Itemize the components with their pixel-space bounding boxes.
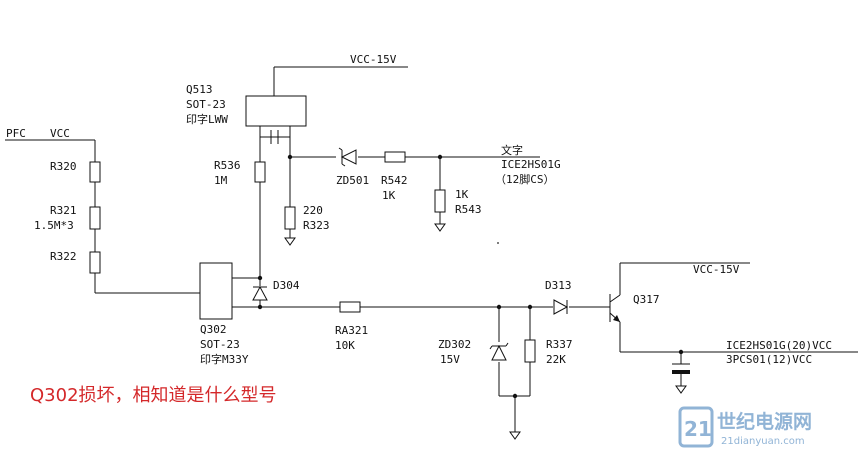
label-ra321-val: 10K xyxy=(335,339,355,352)
label-r320: R320 xyxy=(50,160,77,173)
label-d304: D304 xyxy=(273,279,300,292)
label-vcc-left: VCC xyxy=(50,127,70,140)
junction-dot xyxy=(287,154,293,160)
label-r536-val: 1M xyxy=(214,174,228,187)
resistor-r337 xyxy=(524,339,536,363)
label-r543: R543 xyxy=(455,203,482,216)
label-r323-val: 220 xyxy=(303,204,323,217)
label-q317: Q317 xyxy=(633,293,660,306)
label-q513-mark: 印字LWW xyxy=(186,112,228,126)
label-q302-mark: 印字M33Y xyxy=(200,352,249,366)
label-q513-name: Q513 xyxy=(186,83,213,96)
q302-body xyxy=(199,262,233,320)
output-capacitor xyxy=(672,363,690,374)
label-ice-cs: ICE2HS01G xyxy=(501,158,561,171)
label-vcc15-right: VCC-15V xyxy=(693,263,740,276)
resistor-r323 xyxy=(284,206,296,230)
label-r337-val: 22K xyxy=(546,353,566,366)
resistor-r536 xyxy=(254,161,266,183)
q513-body xyxy=(245,95,307,127)
site-watermark: 21 世纪电源网 21dianyuan.com xyxy=(678,406,812,448)
junction-dot xyxy=(437,154,443,160)
ground-icon xyxy=(434,223,446,232)
label-r536: R536 xyxy=(214,159,241,172)
watermark-logo-icon xyxy=(678,406,714,448)
junction-dot xyxy=(678,349,684,355)
label-vcc15-top: VCC-15V xyxy=(350,53,397,66)
label-q513-pkg: SOT-23 xyxy=(186,98,226,111)
label-wenzi: 文字 xyxy=(501,143,523,157)
label-zd302-val: 15V xyxy=(440,353,460,366)
label-r542-val: 1K xyxy=(382,189,396,202)
junction-dot xyxy=(257,275,263,281)
resistor-r320 xyxy=(89,161,101,183)
label-r337: R337 xyxy=(546,338,573,351)
label-pfc: PFC xyxy=(6,127,26,140)
stray-dot xyxy=(497,242,499,244)
label-q302-name: Q302 xyxy=(200,323,227,336)
watermark-en: 21dianyuan.com xyxy=(721,436,805,447)
resistor-r543 xyxy=(434,189,446,213)
diode-d304 xyxy=(252,285,268,301)
label-zd302: ZD302 xyxy=(438,338,471,351)
resistor-r321 xyxy=(89,206,101,230)
label-r543-val: 1K xyxy=(455,188,469,201)
resistor-r322 xyxy=(89,251,101,274)
label-r542: R542 xyxy=(381,174,408,187)
transistor-q317 xyxy=(609,294,621,323)
ground-icon xyxy=(284,237,296,246)
junction-dot xyxy=(512,393,518,399)
label-r321-val: 1.5M*3 xyxy=(34,219,74,232)
resistor-ra321 xyxy=(339,301,361,313)
ground-icon xyxy=(509,431,521,440)
label-q302-pkg: SOT-23 xyxy=(200,338,240,351)
junction-dot xyxy=(257,304,263,310)
diode-d313 xyxy=(553,299,569,315)
damage-note: Q302损坏，相知道是什么型号 xyxy=(30,385,277,406)
label-ice-vcc: ICE2HS01G(20)VCC xyxy=(726,339,832,352)
zener-zd302 xyxy=(489,342,509,361)
label-r322: R322 xyxy=(50,250,77,263)
gate-capacitor xyxy=(270,130,279,144)
component-labels: VCC-15V Q513 SOT-23 印字LWW PFC VCC R320 R… xyxy=(6,53,832,366)
label-d313: D313 xyxy=(545,279,572,292)
zener-zd501 xyxy=(338,147,357,167)
junction-dot xyxy=(496,304,502,310)
wires xyxy=(5,66,858,432)
watermark-logo-text: 21 xyxy=(684,417,712,441)
label-ice-cs-pin: （12脚CS） xyxy=(495,172,555,186)
label-ra321: RA321 xyxy=(335,324,368,337)
junctions xyxy=(257,154,684,399)
ground-symbols xyxy=(284,223,687,440)
junction-dot xyxy=(527,304,533,310)
label-zd501: ZD501 xyxy=(336,174,369,187)
label-pcs-vcc: 3PCS01(12)VCC xyxy=(726,353,812,366)
watermark-cn: 世纪电源网 xyxy=(717,410,812,433)
label-r323: R323 xyxy=(303,219,330,232)
label-r321: R321 xyxy=(50,204,77,217)
resistor-r542 xyxy=(384,151,406,163)
ground-icon xyxy=(675,385,687,394)
